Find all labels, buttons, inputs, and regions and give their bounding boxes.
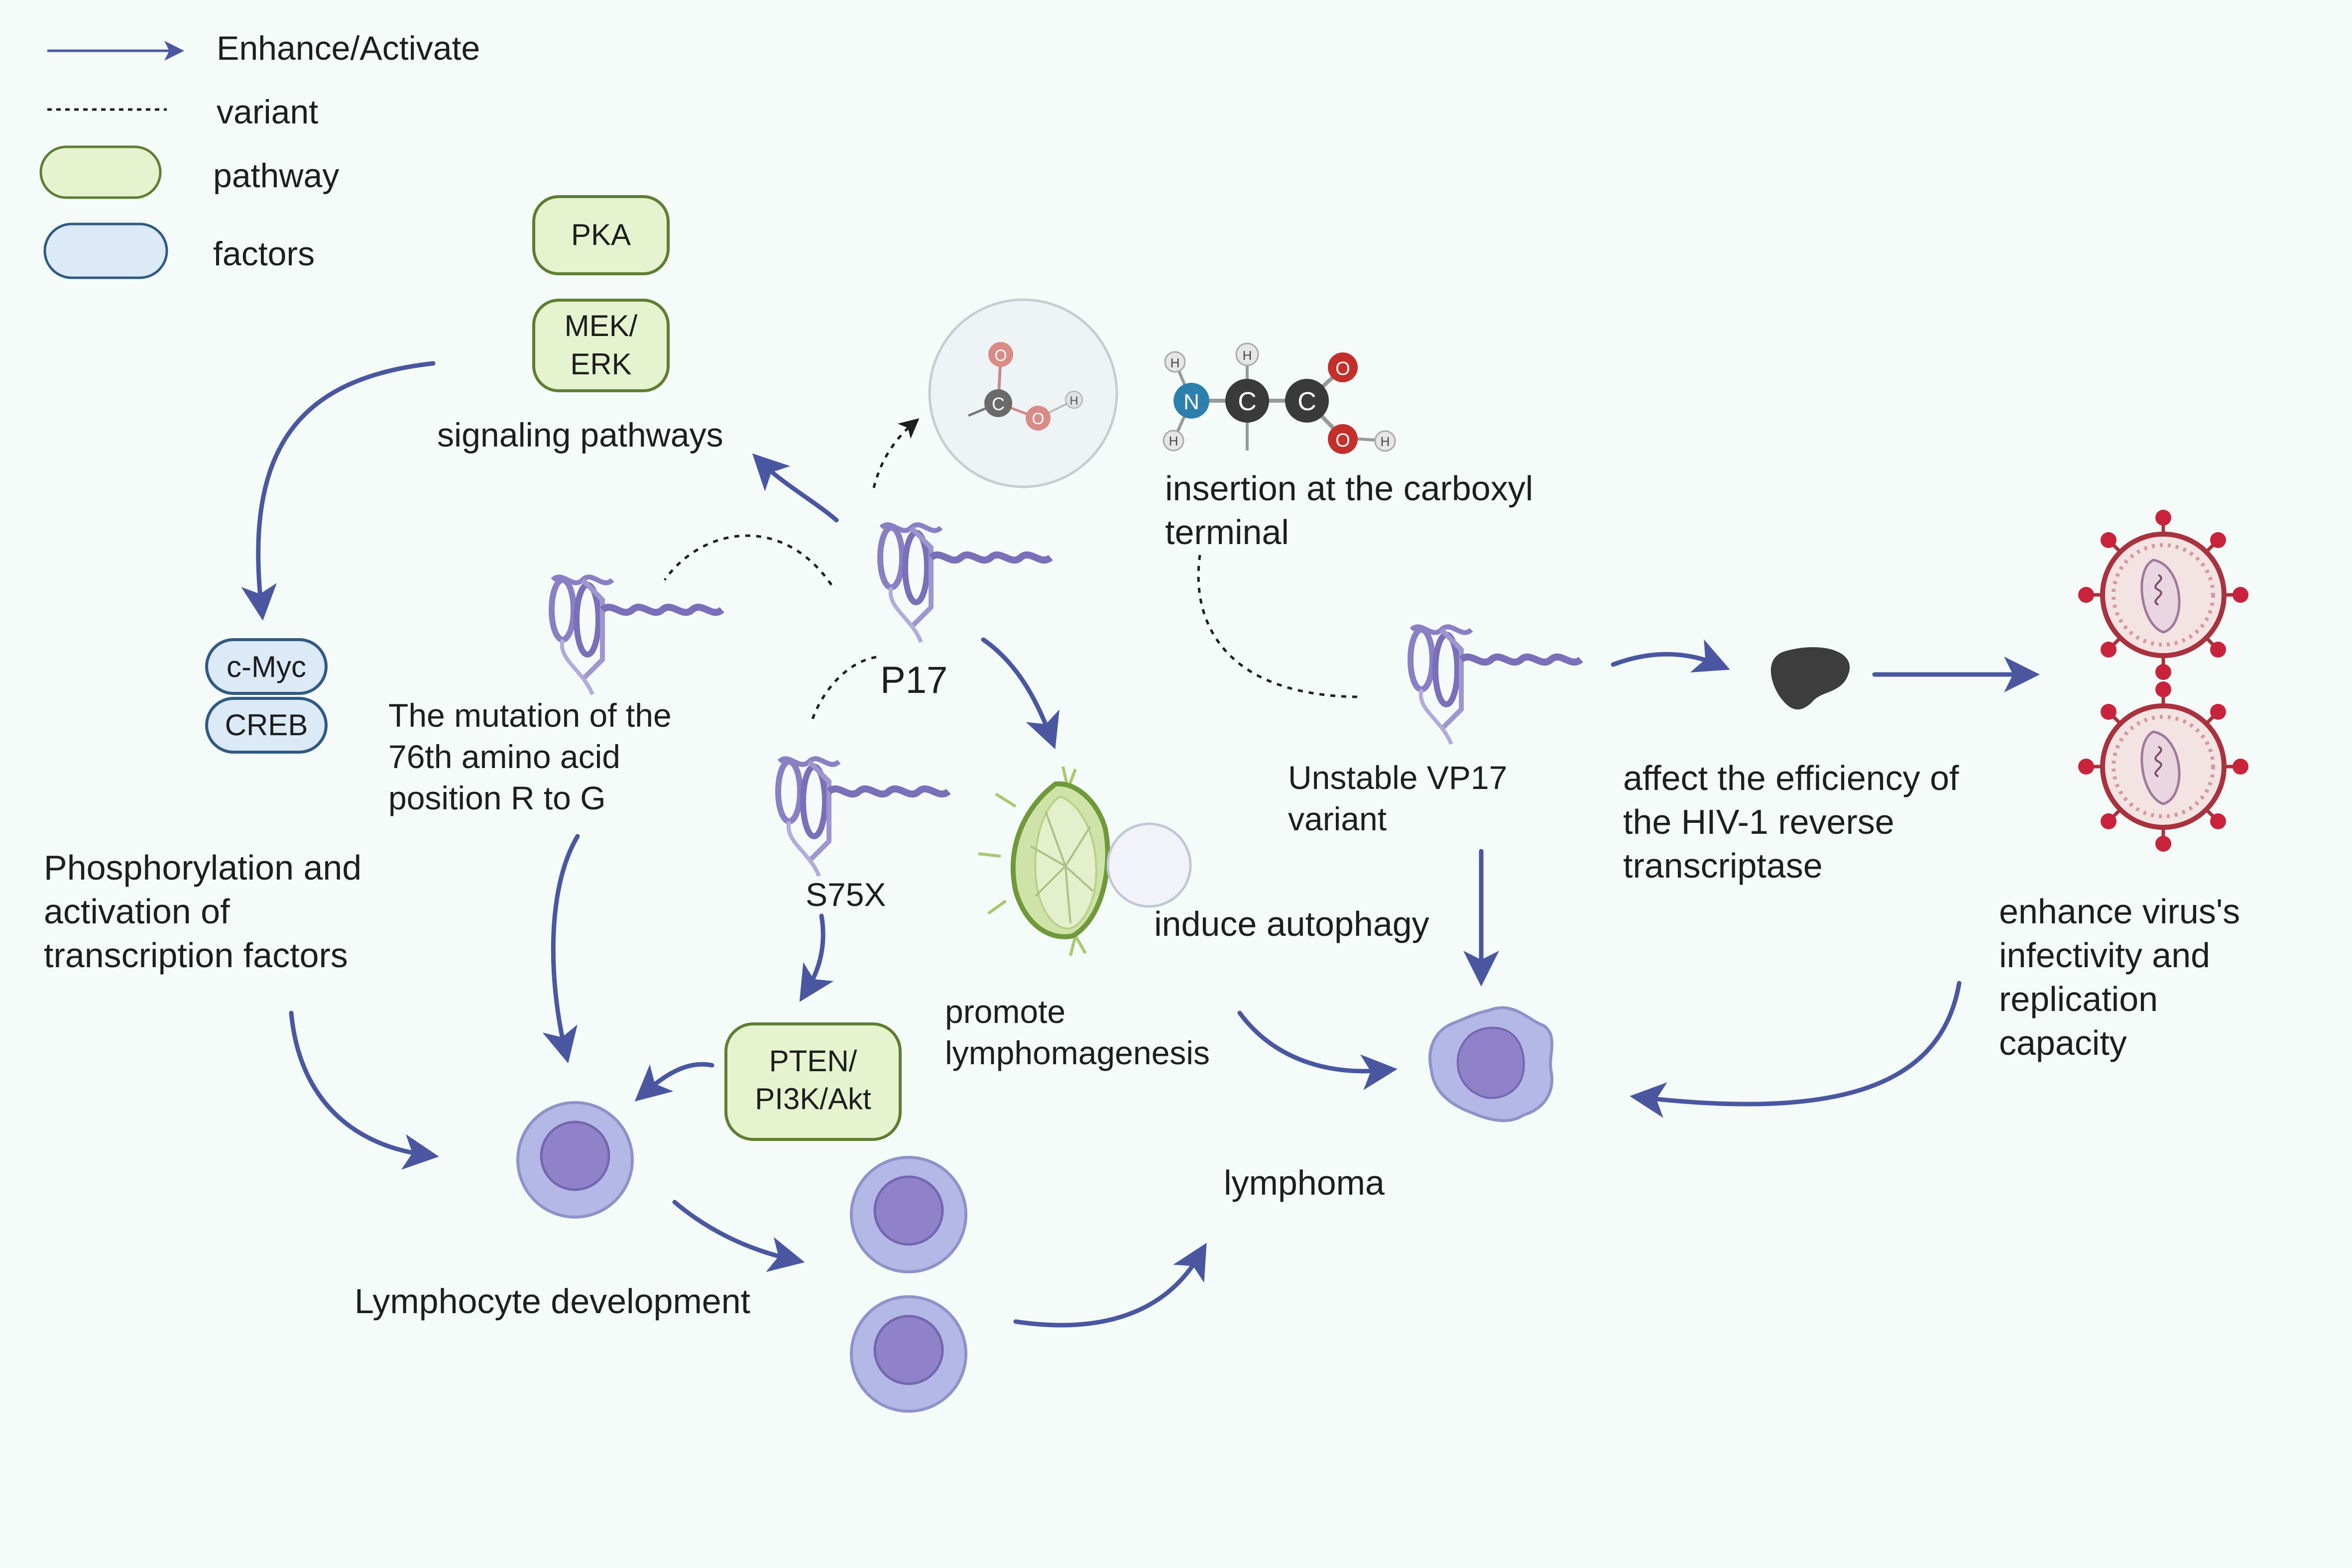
pi3k-akt-label: PI3K/Akt [755,1082,871,1116]
pten-to-lymphocyte-arrow [634,1062,714,1102]
phospho-label-line1: Phosphorylation and [44,848,361,887]
phospho-label-line3: transcription factors [44,936,348,975]
erk-label: ERK [570,347,631,381]
phospho-to-lymphocyte-arrow [289,1010,439,1170]
lymphocyte-lower-icon [851,1297,966,1411]
mek-label: MEK/ [565,309,638,342]
legend-factors-swatch [43,223,168,279]
carboxyl-h-atom-label: H [1069,394,1078,408]
mutation-label-line2: 76th amino acid [388,738,620,775]
lymphocyte-large-icon [518,1103,632,1217]
virus-to-lymphoma-arrow [1630,981,1962,1118]
promote-to-lymphoma-arrow [1237,1010,1398,1090]
promote-label-line1: promote [945,993,1065,1030]
amino-o1-atom-label: O [1335,358,1350,379]
amino-o2-atom-label: O [1335,430,1350,451]
promote-label-line2: lymphomagenesis [945,1034,1210,1071]
mutant-r76g-protein-icon [552,577,722,694]
vp17-protein-icon [1411,627,1581,744]
insertion-to-vp17-variant-line [1197,555,1362,698]
affect-label-line2: the HIV-1 reverse [1623,802,1894,841]
pten-label: PTEN/ [769,1044,857,1078]
amino-h1-atom-label: H [1171,355,1180,370]
amino-n-atom-label: N [1183,390,1199,414]
insertion-label-line2: terminal [1165,513,1289,552]
mutation-label-line3: position R to G [388,780,606,816]
lymphoma-label: lymphoma [1224,1163,1385,1202]
autophagosome-icon [1106,822,1192,908]
affect-label-line3: transcriptase [1623,846,1823,885]
lymphocyte-division-arrow [672,1200,805,1272]
pka-label: PKA [571,218,631,251]
s75x-to-pten-arrow [799,913,834,1002]
carboxyl-o1-atom-label: O [995,346,1007,364]
lymphocyte-upper-icon [851,1157,966,1272]
enhance-label-line1: enhance virus's [1999,892,2240,931]
amino-acid-molecule-icon: H H N H C C O O H [1163,342,1396,454]
hiv-virion-top-icon [2078,510,2248,680]
insertion-label-line1: insertion at the carboxyl [1165,469,1533,508]
legend-pathway-label: pathway [213,157,339,195]
enhance-label-line3: replication [1999,980,2158,1018]
pten-pi3k-akt-box: PTEN/ PI3K/Akt [724,1022,902,1141]
amino-c2-atom-label: C [1297,387,1316,416]
signaling-to-factors-arrow [241,361,436,621]
amino-c1-atom-label: C [1238,387,1257,416]
carboxyl-o2-atom-label: O [1032,410,1045,428]
vp17-to-transcriptase-arrow [1611,639,1730,672]
s75x-label: S75X [806,876,886,913]
cmyc-box: c-Myc [205,638,328,695]
enhance-label-line2: infectivity and [1999,936,2210,975]
p17-to-s75x-variant-line [810,656,877,722]
hiv-virion-bottom-icon [2078,681,2248,852]
legend-variant-label: variant [217,93,318,131]
activation-arrows [241,361,2040,1328]
creb-box: CREB [205,697,328,754]
pka-box: PKA [532,195,670,275]
lymphocyte-to-lymphoma-arrow [1013,1242,1207,1328]
p17-protein-icon [880,525,1051,642]
lymph-node-icon [978,766,1136,956]
legend-factors-label: factors [213,235,315,273]
legend: Enhance/Activate variant pathway factors [39,29,480,279]
mek-erk-box: MEK/ ERK [532,299,670,392]
p17-to-carboxyl-variant-line [872,418,920,488]
carboxyl-group-icon: C O O H [928,298,1118,488]
p17-to-mutation-variant-line [663,534,833,586]
s75x-protein-icon [778,759,948,876]
amino-h4-atom-label: H [1381,434,1390,449]
mutation-to-lymphocyte-arrow [542,834,580,1064]
unstable-vp17-label-line2: variant [1288,800,1387,837]
variant-lines [663,418,1362,722]
lymphocyte-development-label: Lymphocyte development [354,1282,750,1321]
affect-label-line1: affect the efficiency of [1623,759,1959,797]
lymphoma-cell-icon [1428,1006,1553,1122]
induce-autophagy-label: induce autophagy [1154,904,1429,943]
cmyc-label: c-Myc [227,650,306,683]
p17-to-signaling-arrow [752,453,839,523]
phospho-label-line2: activation of [44,892,230,931]
legend-pathway-swatch [39,145,162,199]
signaling-pathways-label: signaling pathways [437,416,723,454]
amino-h2-atom-label: H [1169,434,1178,448]
unstable-vp17-label-line1: Unstable VP17 [1288,759,1507,796]
amino-h3-atom-label: H [1243,348,1252,363]
p17-to-lymph-node-arrow [981,637,1059,750]
carboxyl-c-atom-label: C [992,394,1005,414]
enhance-label-line4: capacity [1999,1023,2127,1062]
reverse-transcriptase-icon [1770,647,1850,710]
p17-label: P17 [880,659,947,701]
creb-label: CREB [225,708,308,742]
mutation-label-line1: The mutation of the [388,697,672,734]
legend-enhance-label: Enhance/Activate [217,29,480,67]
